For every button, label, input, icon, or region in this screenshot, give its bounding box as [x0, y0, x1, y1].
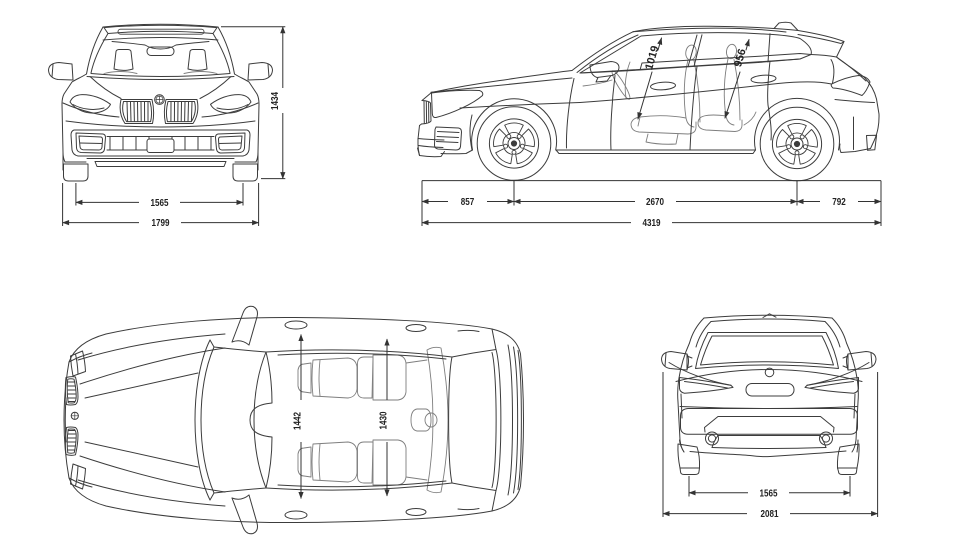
svg-text:1565: 1565 [151, 197, 169, 209]
svg-text:956: 956 [732, 47, 749, 68]
svg-text:1565: 1565 [760, 487, 778, 499]
svg-text:792: 792 [832, 196, 846, 208]
svg-text:1442: 1442 [292, 412, 304, 430]
svg-text:4319: 4319 [643, 217, 661, 229]
svg-text:857: 857 [461, 196, 475, 208]
svg-text:2081: 2081 [761, 508, 779, 520]
svg-text:1019: 1019 [643, 45, 661, 72]
svg-text:1434: 1434 [269, 92, 281, 110]
svg-text:1430: 1430 [378, 411, 390, 429]
svg-text:2670: 2670 [646, 196, 664, 208]
svg-text:1799: 1799 [152, 217, 170, 229]
